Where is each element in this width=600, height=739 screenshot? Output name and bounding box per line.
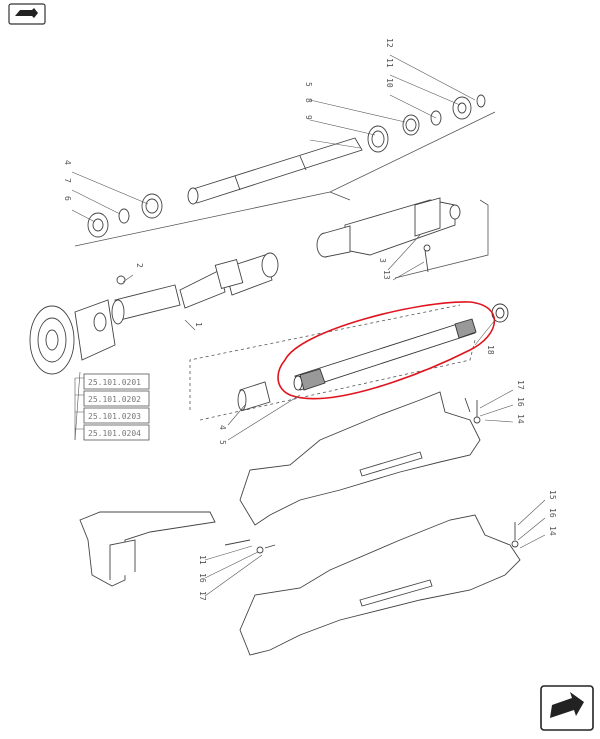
callout-4-left: 4: [63, 160, 72, 165]
callout-1-mid: 1: [194, 322, 203, 327]
guard-bolts: [473, 400, 519, 548]
assembly-frame-lines: [74, 111, 496, 421]
callout-labels: 12 11 10 5 8 9 4 7 6 2 3 13 1 18 4 5 17 …: [63, 38, 557, 601]
callout-15-b: 15: [548, 490, 557, 500]
callout-4-low: 4: [218, 425, 227, 430]
callout-5-top: 5: [304, 82, 313, 87]
callout-14-b: 14: [548, 526, 557, 536]
callout-11-top: 11: [385, 58, 394, 68]
leader-lines: [71, 54, 546, 597]
callout-17-a: 17: [516, 380, 525, 390]
bearing-housing: [316, 197, 461, 273]
mounting-bracket: [79, 511, 276, 587]
sleeve-part: [237, 381, 271, 411]
callout-17-c: 17: [198, 591, 207, 601]
callout-13-mid: 13: [382, 270, 391, 280]
flange-gear: [29, 299, 116, 375]
callout-7-left: 7: [63, 178, 72, 183]
cardan-shaft: [111, 252, 279, 325]
reference-ref-1: 25.101.0201: [88, 378, 141, 387]
book-arrow-icon[interactable]: [8, 3, 46, 25]
highlighted-shaft: [293, 303, 509, 391]
callout-6-left: 6: [63, 196, 72, 201]
callout-12-top: 12: [385, 38, 394, 48]
callout-5-low: 5: [218, 440, 227, 445]
highlight-circle: [277, 301, 496, 400]
callout-16-c: 16: [198, 573, 207, 583]
callout-16-a: 16: [516, 397, 525, 407]
callout-16-b: 16: [548, 508, 557, 518]
callout-9-top: 9: [304, 115, 313, 120]
reference-ref-2: 25.101.0202: [88, 395, 141, 404]
reference-ref-4: 25.101.0204: [88, 429, 141, 438]
callout-2-mid: 2: [135, 263, 144, 268]
callout-18-right: 18: [486, 345, 495, 355]
next-page-arrow-icon[interactable]: [540, 685, 594, 731]
callout-8-top: 8: [304, 98, 313, 103]
reference-boxes: 25.101.0201 25.101.0202 25.101.0203 25.1…: [74, 373, 150, 441]
callout-11-c: 11: [198, 555, 207, 565]
callout-14-a: 14: [516, 414, 525, 424]
upper-shaft-assembly: [87, 94, 486, 238]
callout-10-top: 10: [385, 78, 394, 88]
shield-guard-upper: [239, 391, 481, 526]
reference-ref-3: 25.101.0203: [88, 412, 141, 421]
shield-guard-lower: [239, 514, 521, 656]
callout-3-mid: 3: [378, 258, 387, 263]
